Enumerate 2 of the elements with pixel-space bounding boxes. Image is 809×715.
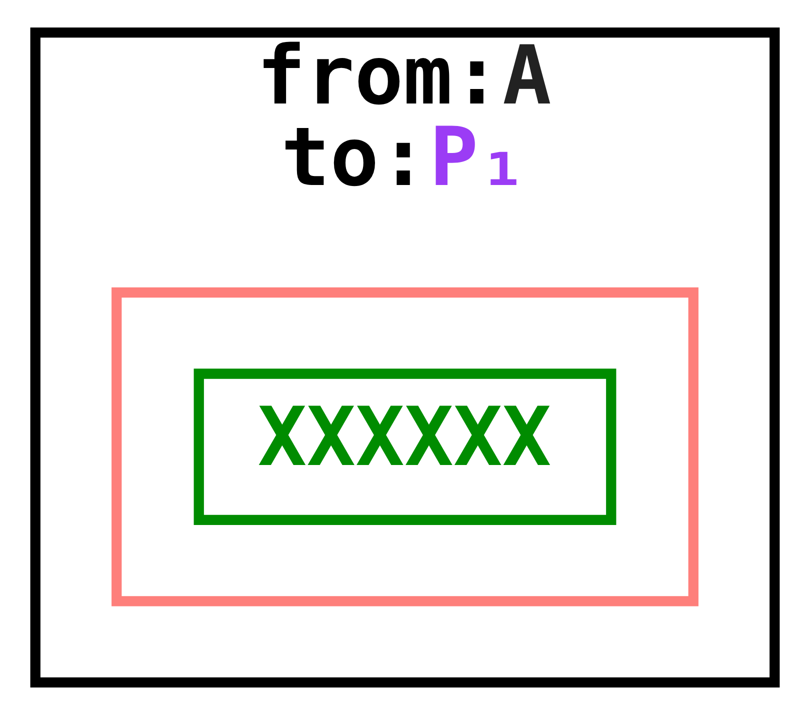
cluster bbox=[111, 287, 698, 606]
node-box: XXXXXX bbox=[193, 368, 616, 526]
